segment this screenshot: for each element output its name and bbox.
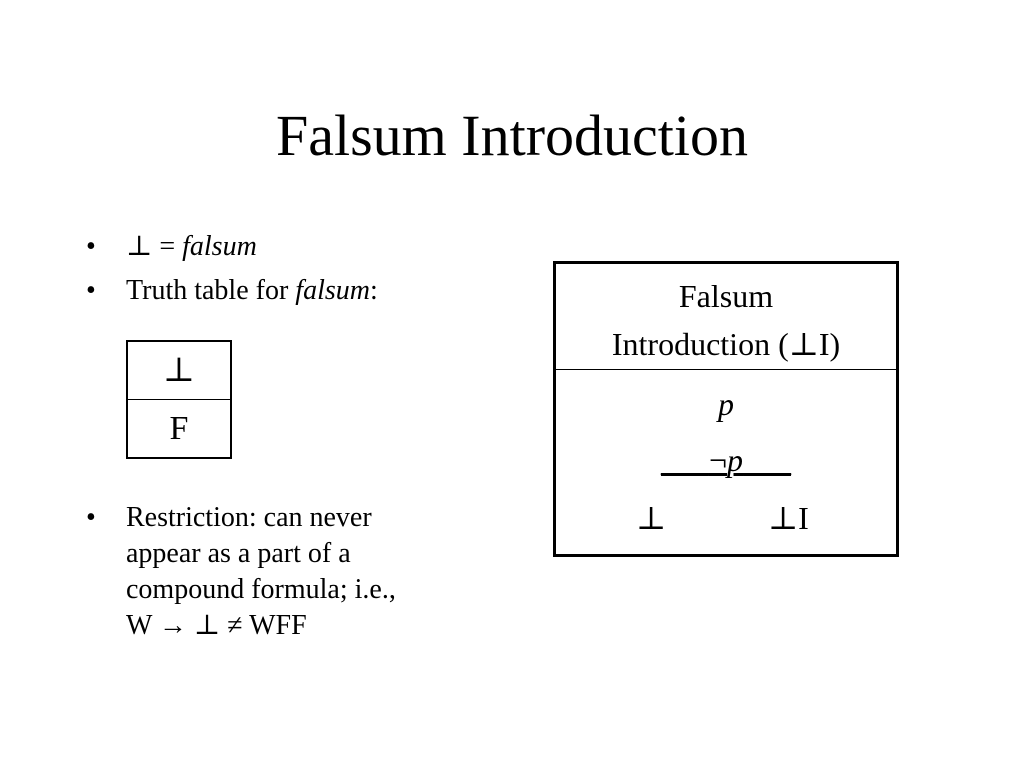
rule-premise-not-p: ___¬p___ [556, 440, 896, 480]
rule-conclusion: ⊥ [636, 500, 667, 536]
rule-box-title-line: Introduction (⊥I) [611, 326, 841, 362]
falsum-truth-table: ⊥ F [126, 340, 232, 459]
truth-table-value: F [169, 410, 189, 447]
rule-box-title: Falsum Introduction (⊥I) [556, 264, 896, 370]
bullet-marker: • [86, 231, 96, 262]
bullet-text: Truth table for falsum: [126, 273, 378, 309]
rule-name: ⊥I [768, 500, 809, 536]
premise-underline: ___¬p___ [661, 442, 791, 478]
premise-variable: p [727, 442, 744, 478]
bullet-text-prefix: Truth table for [126, 275, 296, 306]
bullet-text-prefix: ⊥ = [126, 231, 183, 262]
bullet-text-emphasis: falsum [182, 231, 257, 262]
falsum-introduction-rule-box: Falsum Introduction (⊥I) p ___¬p___ ⊥ ⊥I [553, 261, 899, 557]
premise-underline-lead: ___ [660, 442, 709, 478]
bullet-line: appear as a part of a [126, 538, 351, 569]
bullet-text: ⊥ = falsum [126, 229, 257, 265]
bullet-line: Restriction: can never [126, 502, 372, 533]
rule-box-title-line: Falsum [678, 278, 774, 314]
negation-symbol: ¬ [708, 442, 728, 478]
bullet-text-suffix: : [369, 275, 378, 306]
rule-premise-p: p [718, 386, 734, 422]
bullet-text: Restriction: can never appear as a part … [126, 500, 396, 644]
bullet-marker: • [86, 275, 96, 306]
bullet-line: compound formula; i.e., [126, 574, 396, 605]
slide-title: Falsum Introduction [275, 103, 748, 168]
bullet-text-emphasis: falsum [295, 275, 370, 306]
bullet-marker: • [86, 502, 96, 533]
premise-underline-tail: ___ [743, 442, 792, 478]
truth-table-header: ⊥ [128, 342, 230, 400]
bullet-line: W → ⊥ ≠ WFF [126, 610, 307, 641]
